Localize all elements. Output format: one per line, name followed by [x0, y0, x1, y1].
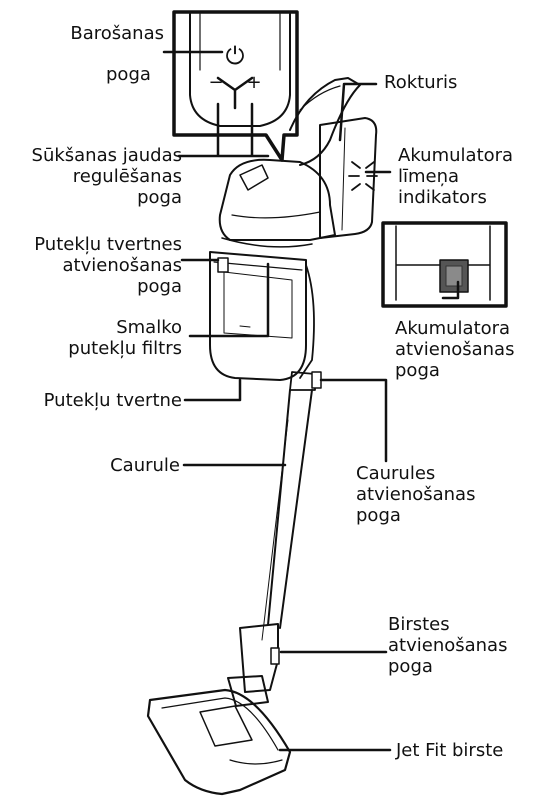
label-line: poga — [34, 276, 182, 297]
bin-release-button — [218, 258, 228, 272]
label-brush-release-button: Birstes atvienošanas poga — [388, 614, 507, 677]
label-power-button-2: poga — [106, 64, 151, 85]
minus-icon: − — [208, 72, 223, 93]
pipe — [262, 390, 312, 640]
pipe-release-button — [312, 372, 321, 388]
power-icon: ⏻ — [226, 42, 245, 70]
label-line: Akumulatora — [398, 145, 513, 166]
label-fine-dust-filter: Smalko putekļu filtrs — [68, 317, 182, 359]
motor-head — [220, 160, 335, 240]
label-line: poga — [388, 656, 507, 677]
label-line: atvienošanas — [395, 339, 514, 360]
plus-icon: + — [246, 72, 261, 93]
label-handle: Rokturis — [384, 72, 457, 93]
label-line: Putekļu tvertne — [44, 390, 182, 411]
label-battery-release-button: Akumulatora atvienošanas poga — [395, 318, 514, 381]
brush-release-button — [271, 648, 279, 664]
label-line: Jet Fit birste — [396, 740, 503, 761]
label-line: putekļu filtrs — [68, 338, 182, 359]
label-jet-fit-brush: Jet Fit birste — [396, 740, 503, 761]
label-line: poga — [356, 505, 475, 526]
label-line: atvienošanas — [388, 635, 507, 656]
fine-dust-filter — [224, 272, 292, 338]
label-line: regulēšanas — [32, 166, 182, 187]
label-line: atvienošanas — [356, 484, 475, 505]
label-battery-level-indicator: Akumulatora līmeņa indikators — [398, 145, 513, 208]
label-line: atvienošanas — [34, 255, 182, 276]
label-dust-bin: Putekļu tvertne — [44, 390, 182, 411]
label-line: Akumulatora — [395, 318, 514, 339]
label-line: līmeņa — [398, 166, 513, 187]
label-bin-release-button: Putekļu tvertnes atvienošanas poga — [34, 234, 182, 297]
label-line: indikators — [398, 187, 513, 208]
battery-pack — [320, 118, 376, 238]
label-line: Birstes — [388, 614, 507, 635]
control-panel-callout — [174, 12, 297, 160]
label-line: poga — [395, 360, 514, 381]
jet-fit-brush — [148, 690, 290, 794]
label-line: Sūkšanas jaudas — [32, 145, 182, 166]
label-line: Putekļu tvertnes — [34, 234, 182, 255]
label-line: poga — [32, 187, 182, 208]
label-line: Barošanas — [70, 23, 164, 44]
label-line: Caurules — [356, 463, 475, 484]
label-pipe: Caurule — [110, 455, 180, 476]
label-power-button: Barošanas — [70, 23, 164, 44]
label-line: poga — [106, 64, 151, 85]
label-suction-control-button: Sūkšanas jaudas regulēšanas poga — [32, 145, 182, 208]
control-panel — [190, 14, 290, 126]
label-line: Smalko — [68, 317, 182, 338]
label-line: Caurule — [110, 455, 180, 476]
label-pipe-release-button: Caurules atvienošanas poga — [356, 463, 475, 526]
label-line: Rokturis — [384, 72, 457, 93]
